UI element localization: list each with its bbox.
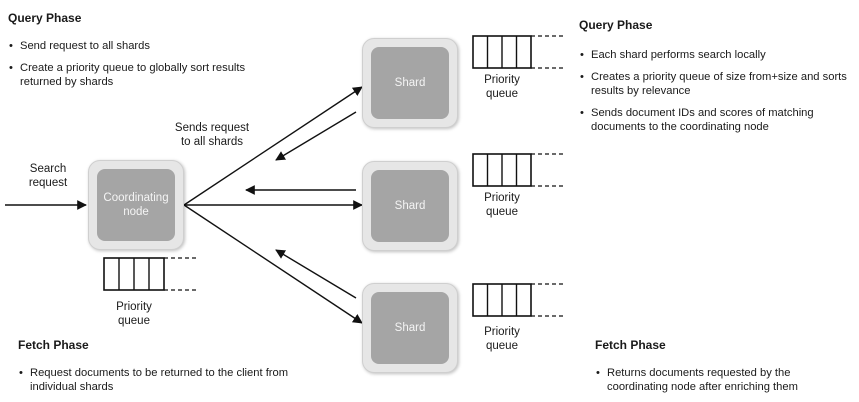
left-query-bullet: Create a priority queue to globally sort…	[9, 61, 260, 89]
request-arrow-shard-3	[183, 204, 363, 324]
priority-queue-label: Priority queue	[484, 326, 520, 352]
priority-queue-icon	[472, 153, 563, 187]
priority-queue-icon	[103, 257, 196, 291]
right-fetch-bullet: Returns documents requested by the coord…	[596, 366, 837, 394]
left-fetch-bullet: Request documents to be returned to the …	[19, 366, 316, 394]
right-fetch-phase-title: Fetch Phase	[595, 338, 666, 352]
shard-label: Shard	[371, 292, 449, 364]
left-query-bullet: Send request to all shards	[9, 39, 260, 53]
left-query-bullets: Send request to all shards Create a prio…	[8, 39, 260, 97]
priority-queue-label: Priority queue	[484, 192, 520, 218]
shard-node: Shard	[362, 283, 458, 373]
search-request-label: Search request	[28, 163, 68, 189]
shard-label: Shard	[371, 47, 449, 119]
shard-node: Shard	[362, 161, 458, 251]
shard-node: Shard	[362, 38, 458, 128]
response-arrow-shard-3	[275, 249, 357, 299]
left-fetch-bullets: Request documents to be returned to the …	[18, 366, 316, 402]
response-arrow-shard-1	[275, 111, 357, 161]
right-fetch-bullets: Returns documents requested by the coord…	[595, 366, 837, 402]
right-query-bullet: Sends document IDs and scores of matchin…	[580, 106, 859, 134]
request-arrow-shard-1	[183, 86, 363, 206]
right-query-bullets: Each shard performs search locally Creat…	[579, 48, 859, 142]
sends-request-label: Sends request to all shards	[174, 122, 250, 148]
priority-queue-icon	[472, 283, 563, 317]
coordinating-node: Coordinating node	[88, 160, 184, 250]
priority-queue-icon	[472, 35, 563, 69]
left-fetch-phase-title: Fetch Phase	[18, 338, 89, 352]
right-query-phase-title: Query Phase	[579, 18, 653, 32]
priority-queue-label: Priority queue	[116, 301, 152, 327]
left-query-phase-title: Query Phase	[8, 11, 82, 25]
priority-queue-label: Priority queue	[484, 74, 520, 100]
right-query-bullet: Each shard performs search locally	[580, 48, 859, 62]
right-query-bullet: Creates a priority queue of size from+si…	[580, 70, 859, 98]
coordinating-node-label: Coordinating node	[97, 169, 175, 241]
shard-label: Shard	[371, 170, 449, 242]
